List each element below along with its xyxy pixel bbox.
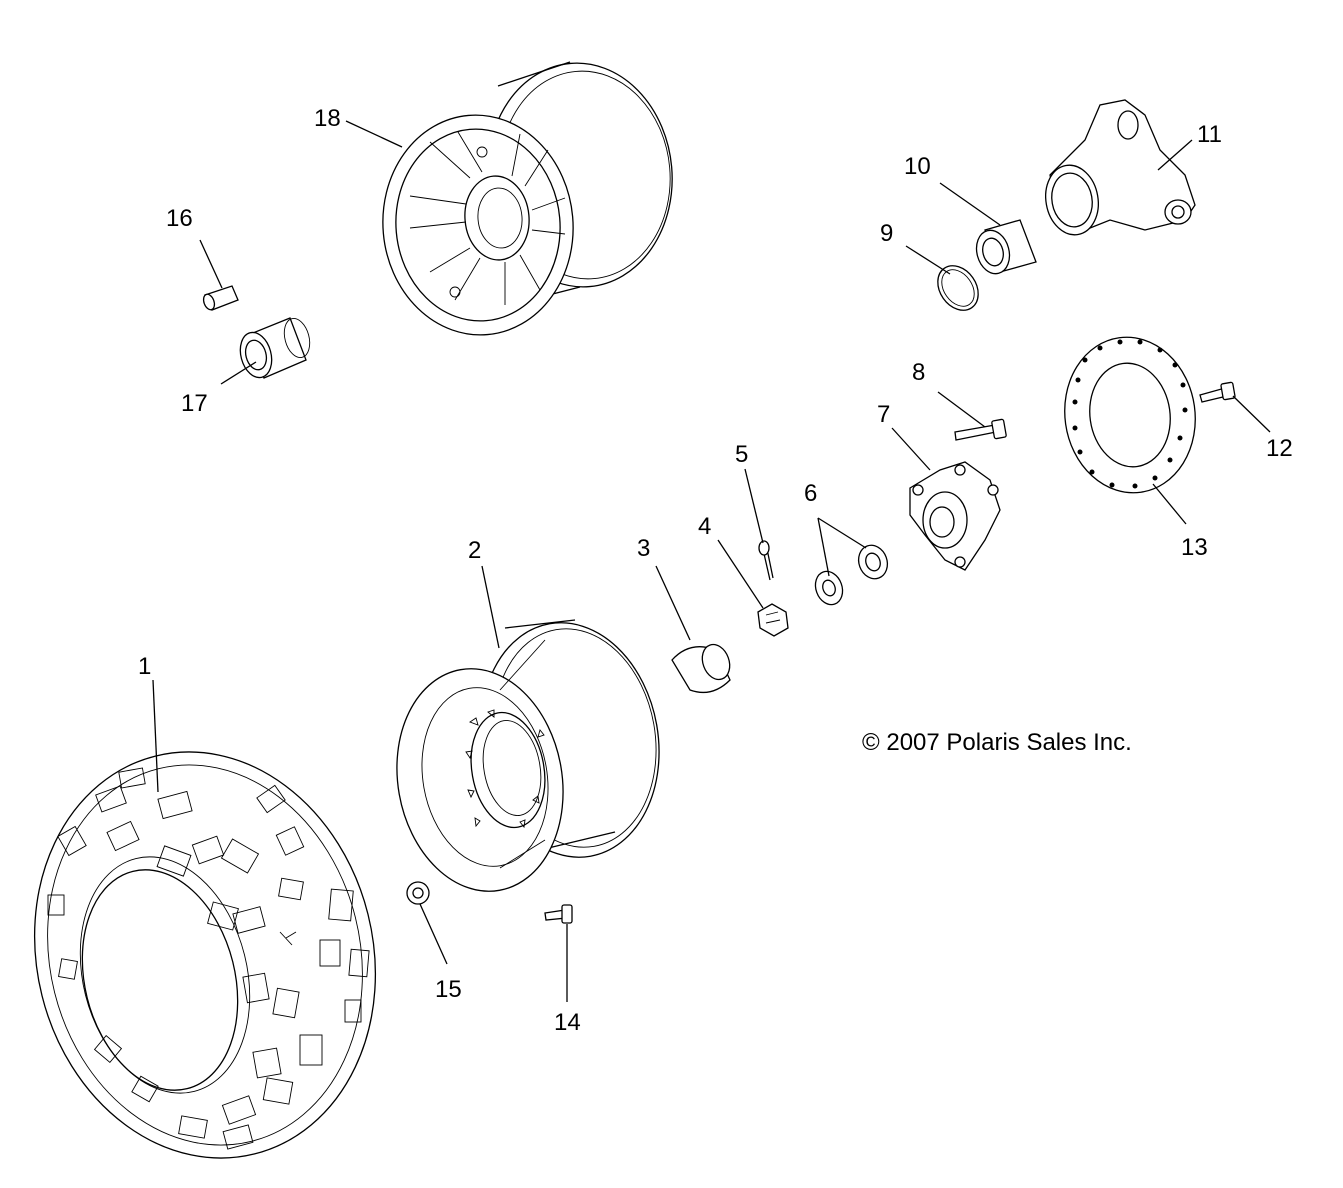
rim-part-2: [396, 619, 660, 892]
callout-9: 9: [880, 220, 893, 247]
callout-2: 2: [468, 537, 481, 564]
hub-part-7: [909, 461, 1001, 571]
leader-lines: [152, 120, 1271, 1002]
brake-disc-part-13: [1064, 336, 1196, 494]
bearing-part-10: [975, 219, 1037, 275]
callout-18: 18: [314, 105, 341, 132]
castle-nut-part-4: [757, 603, 789, 637]
callout-14: 14: [554, 1009, 581, 1036]
callout-6: 6: [804, 480, 817, 507]
callout-16: 16: [166, 205, 193, 232]
nut-part-15: [406, 881, 430, 905]
rim-part-18: [382, 61, 673, 336]
callout-4: 4: [698, 513, 711, 540]
callout-1: 1: [138, 653, 151, 680]
bolt-part-14: [544, 904, 573, 924]
callout-labels: 1 2 3 4 5 6 7 8 9 10 11 12 13 14 15 16 1…: [138, 105, 1293, 1036]
tire-part-1: [33, 751, 377, 1159]
callout-17: 17: [181, 390, 208, 417]
callout-13: 13: [1181, 534, 1208, 561]
callout-15: 15: [435, 976, 462, 1003]
bolt-part-12: [1199, 381, 1236, 403]
copyright-notice: © 2007 Polaris Sales Inc.: [862, 729, 1132, 756]
callout-12: 12: [1266, 435, 1293, 462]
bolt-part-8: [954, 418, 1007, 441]
callout-11: 11: [1197, 121, 1222, 148]
cotter-pin-part-5: [758, 540, 774, 581]
callout-7: 7: [877, 401, 890, 428]
knuckle-part-11: [1045, 99, 1196, 236]
bearing-part-17: [239, 317, 311, 379]
cap-part-3: [671, 643, 731, 694]
insert-part-16: [202, 285, 239, 311]
washers-part-6: [814, 544, 889, 606]
callout-8: 8: [912, 359, 925, 386]
callout-10: 10: [904, 153, 931, 180]
callout-3: 3: [637, 535, 650, 562]
callout-5: 5: [735, 441, 748, 468]
